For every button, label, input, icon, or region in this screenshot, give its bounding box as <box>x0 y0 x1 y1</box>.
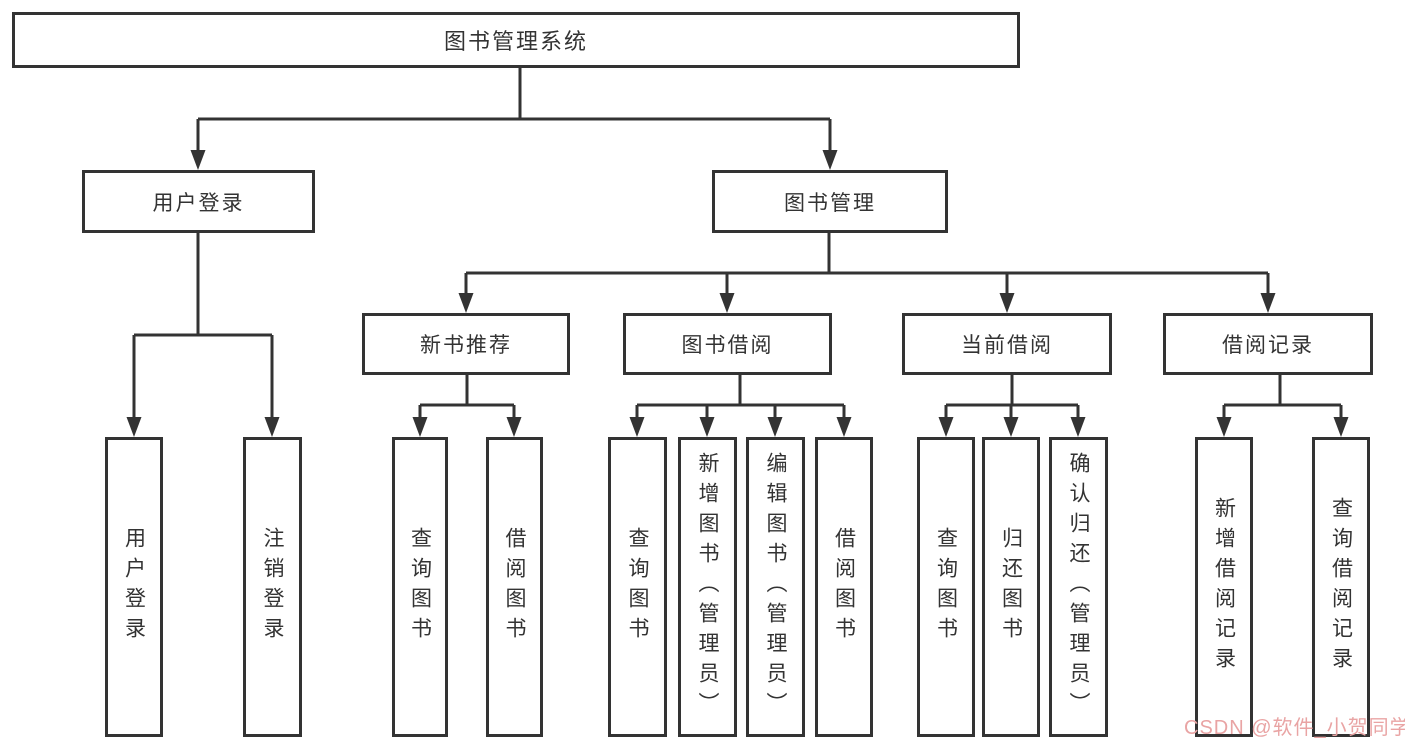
node-label: 查询借阅记录 <box>1329 497 1353 677</box>
connector-root-to-level2 <box>196 68 832 154</box>
arrowhead <box>1260 293 1276 313</box>
node-label: 编辑图书（管理员） <box>764 452 787 722</box>
watermark: CSDN @软件_小贺同学 <box>1184 717 1405 739</box>
arrowhead <box>699 417 715 437</box>
leaf-borrow-books-borrowing: 借阅图书 <box>815 437 873 737</box>
arrowhead <box>1333 417 1349 437</box>
node-label: 新书推荐 <box>420 334 512 357</box>
leaf-add-borrow-record: 新增借阅记录 <box>1195 437 1253 737</box>
leaf-query-books-current: 查询图书 <box>917 437 975 737</box>
arrowhead <box>412 417 428 437</box>
connector-user-login-group <box>132 232 274 420</box>
arrowhead <box>190 150 206 170</box>
node-label: 查询图书 <box>934 527 958 647</box>
node-label: 当前借阅 <box>961 334 1053 357</box>
leaf-query-borrow-record: 查询借阅记录 <box>1312 437 1370 737</box>
arrowhead <box>1003 417 1019 437</box>
connector-recommend-group <box>418 375 516 420</box>
arrowhead <box>506 417 522 437</box>
node-current-borrowing: 当前借阅 <box>902 313 1112 375</box>
node-borrowing-records: 借阅记录 <box>1163 313 1373 375</box>
connector-records-group <box>1222 375 1343 420</box>
connector-current-group <box>944 375 1080 420</box>
arrowhead <box>1216 417 1232 437</box>
node-label: 查询图书 <box>408 527 432 647</box>
arrowhead <box>629 417 645 437</box>
node-label: 借阅记录 <box>1222 334 1314 357</box>
leaf-add-book-admin: 新增图书（管理员） <box>678 437 737 737</box>
node-book-borrowing: 图书借阅 <box>623 313 832 375</box>
node-label: 借阅图书 <box>503 527 526 647</box>
arrowhead <box>938 417 954 437</box>
arrowhead <box>836 417 852 437</box>
arrowhead <box>458 293 474 313</box>
node-label: 图书管理 <box>784 191 876 215</box>
leaf-logout: 注销登录 <box>243 437 302 737</box>
leaf-return-books: 归还图书 <box>982 437 1040 737</box>
leaf-confirm-return-admin: 确认归还（管理员） <box>1049 437 1108 737</box>
node-book-management: 图书管理 <box>712 170 948 233</box>
arrowhead <box>999 293 1015 313</box>
node-label: 用户登录 <box>152 191 245 215</box>
leaf-query-books-recommend: 查询图书 <box>392 437 448 737</box>
node-new-book-recommend: 新书推荐 <box>362 313 570 375</box>
arrowhead <box>719 293 735 313</box>
node-label: 新增图书（管理员） <box>696 452 719 722</box>
node-label: 归还图书 <box>999 527 1023 647</box>
leaf-borrow-books-recommend: 借阅图书 <box>486 437 543 737</box>
arrowhead <box>126 417 142 437</box>
leaf-user-login: 用户登录 <box>105 437 163 737</box>
node-label: 借阅图书 <box>832 527 856 647</box>
connector-borrowing-group <box>635 375 846 420</box>
node-label: 确认归还（管理员） <box>1067 452 1090 722</box>
arrowhead <box>1070 417 1086 437</box>
node-label: 新增借阅记录 <box>1212 497 1236 677</box>
leaf-query-books-borrowing: 查询图书 <box>608 437 667 737</box>
node-label: 图书管理系统 <box>443 29 588 54</box>
node-user-login: 用户登录 <box>82 170 315 233</box>
node-label: 查询图书 <box>626 527 649 647</box>
node-label: 用户登录 <box>122 527 146 647</box>
arrowhead <box>767 417 783 437</box>
connector-book-mgmt-to-level3 <box>464 233 1270 296</box>
node-label: 图书借阅 <box>681 334 774 357</box>
leaf-edit-book-admin: 编辑图书（管理员） <box>746 437 805 737</box>
arrowhead <box>264 417 280 437</box>
node-label: 注销登录 <box>261 527 284 647</box>
arrowhead <box>822 150 838 170</box>
node-library-system: 图书管理系统 <box>12 12 1020 68</box>
